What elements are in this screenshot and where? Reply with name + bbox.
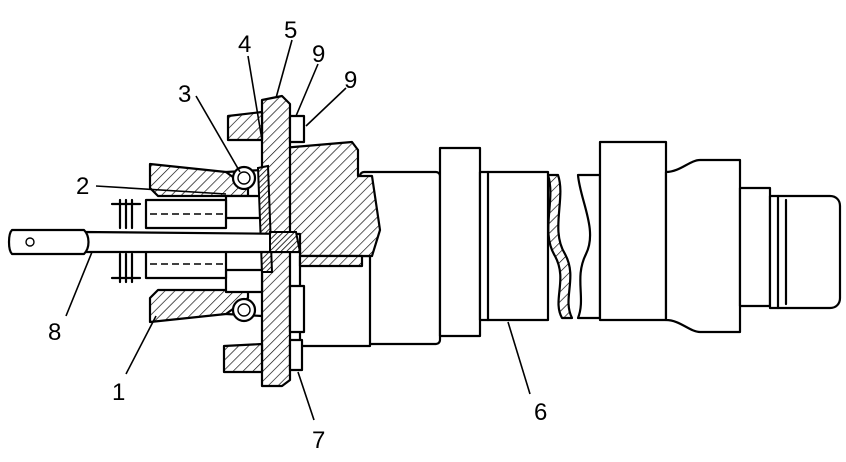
mounting-brackets: [222, 110, 306, 374]
label-part-9-lower: 9: [344, 67, 357, 94]
leader-lines: [65, 39, 531, 421]
label-part-5: 5: [284, 17, 297, 44]
bearing-balls: [224, 165, 264, 323]
label-part-7: 7: [312, 427, 325, 454]
label-part-2: 2: [76, 173, 89, 200]
label-part-1: 1: [112, 379, 125, 406]
label-part-4: 4: [238, 31, 251, 58]
label-part-8: 8: [48, 319, 61, 346]
spring-pack: [110, 198, 228, 284]
part-labels: 1 2 3 4 5 9 9 6 7 8: [48, 17, 547, 454]
spindle: [7, 228, 302, 256]
label-part-9-upper: 9: [312, 41, 325, 68]
label-part-3: 3: [178, 81, 191, 108]
label-part-6: 6: [534, 399, 547, 426]
bearing-housing: [148, 162, 264, 324]
camshaft: [298, 140, 842, 348]
